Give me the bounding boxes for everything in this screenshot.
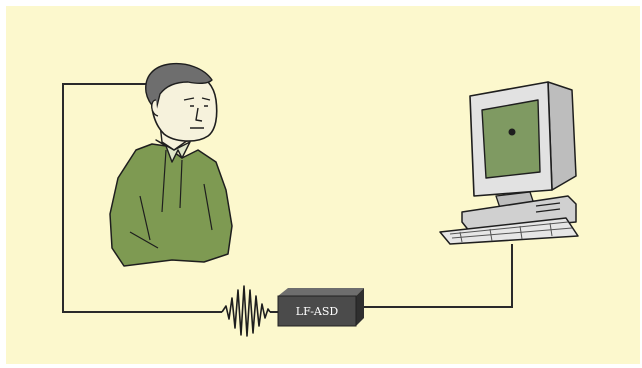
person-clipart-icon [110, 64, 232, 266]
lf-asd-device-icon: LF-ASD [278, 288, 364, 326]
lf-asd-device-label: LF-ASD [296, 305, 339, 318]
brain-signal-waveform-icon [222, 286, 270, 336]
wire-device-to-computer [361, 244, 512, 307]
computer-clipart-icon [440, 82, 578, 244]
